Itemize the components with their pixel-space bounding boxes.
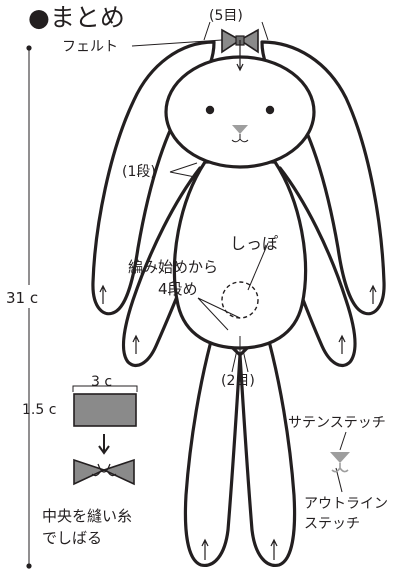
tied-bow (73, 458, 135, 486)
left-eye (205, 105, 215, 115)
outline-stitch-label-line2: ステッチ (304, 516, 360, 532)
leader-outline (335, 467, 343, 493)
body (172, 160, 308, 350)
mouth (231, 134, 249, 143)
left-leg (183, 328, 242, 567)
nose-detail: サテンステッチ アウトライン ステッチ (288, 415, 388, 532)
total-height-label: 31 c (6, 289, 38, 307)
nose (232, 125, 248, 134)
thread-tie (91, 463, 117, 477)
mouth-sample (331, 463, 349, 473)
leader-felt (131, 39, 223, 47)
stitch-direction-arrows (99, 40, 377, 560)
leader-start-row (197, 297, 241, 331)
arrow-left-leg (201, 538, 209, 560)
dimension-top-dot (26, 45, 32, 51)
second-stitch-label: (2目) (221, 373, 255, 389)
bow-width-dimension (72, 385, 138, 392)
arrow-right-ear (369, 284, 377, 304)
leader-satin (339, 431, 347, 451)
bow-detail: 3 c 1.5 c 中央を縫い糸 でしばる (22, 374, 138, 547)
top-rows-label: (5目) (209, 8, 243, 24)
leader-tail (247, 242, 269, 291)
felt-rectangle (73, 393, 137, 427)
arrow-head-top (236, 40, 244, 72)
leader-first-row (169, 162, 198, 178)
nose-sample (330, 452, 350, 463)
arrow-left-ear (99, 284, 107, 304)
leader-top-rows (203, 21, 269, 41)
bow-note-line1: 中央を縫い糸 (42, 507, 132, 525)
right-leg (238, 328, 297, 567)
arrow-right-arm (338, 334, 346, 354)
satin-stitch-label: サテンステッチ (288, 415, 386, 431)
leader-lines (131, 21, 347, 493)
head (164, 55, 316, 169)
outline-stitch-label-line1: アウトライン (304, 496, 388, 512)
start-row-label-line2: 4段め (158, 280, 198, 298)
dimension-bottom-dot (26, 563, 32, 569)
right-eye (265, 105, 275, 115)
arrow-left-arm (132, 334, 140, 354)
bow-note-line2: でしばる (42, 529, 102, 547)
leader-second-stitch (231, 349, 249, 373)
title: ●まとめ (28, 3, 125, 32)
bow-height-label: 1.5 c (22, 402, 56, 418)
felt-label: フェルト (62, 39, 118, 55)
arrow-right-leg (270, 538, 278, 560)
tail-label: しっぽ (230, 234, 278, 253)
down-arrow (98, 434, 110, 455)
first-row-label: (1段) (122, 164, 156, 180)
height-dimension: 31 c (6, 45, 38, 569)
start-row-label-line1: 編み始めから (128, 258, 218, 276)
bow-width-label: 3 c (91, 374, 112, 390)
bunny (91, 28, 386, 567)
